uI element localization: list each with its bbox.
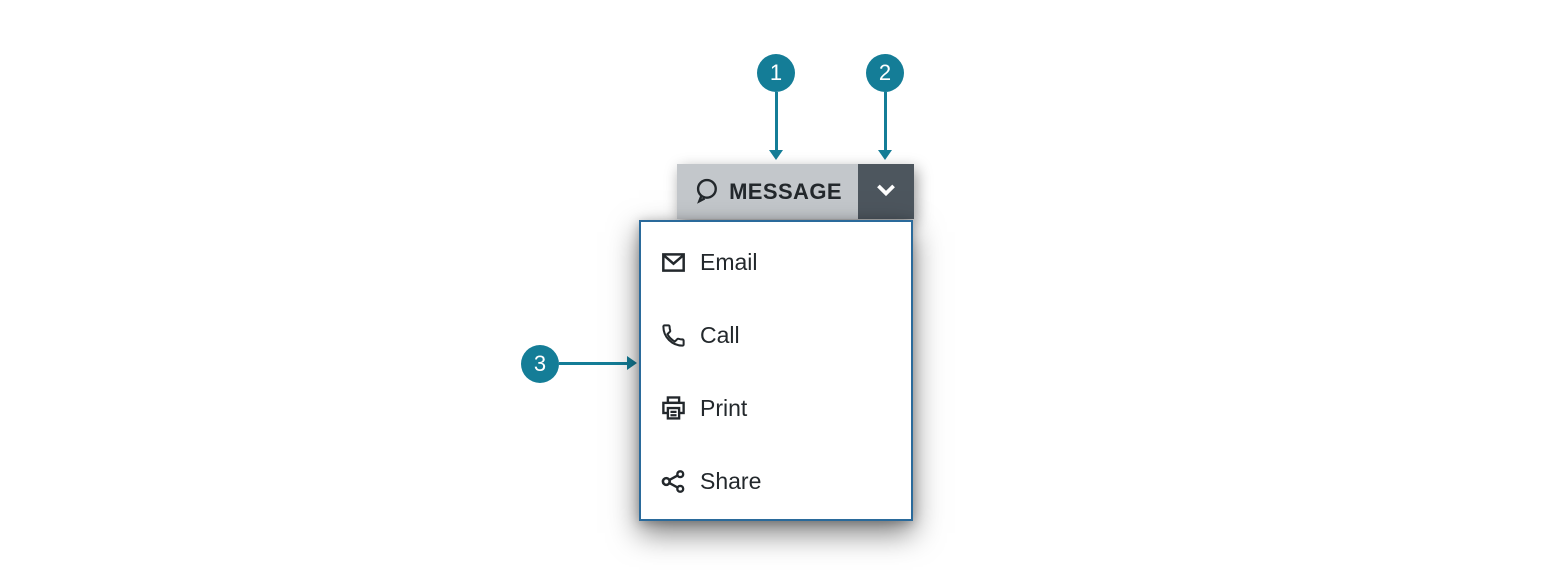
callout-badge-2: 2 <box>866 54 904 92</box>
menu-item-email[interactable]: Email <box>641 226 911 299</box>
callout-badge-1: 1 <box>757 54 795 92</box>
callout-arrowhead-2 <box>878 150 892 160</box>
callout-arrowhead-1 <box>769 150 783 160</box>
callout-number: 3 <box>533 351 547 376</box>
callout-badge-3: 3 <box>521 345 559 383</box>
message-button[interactable]: MESSAGE <box>677 164 858 219</box>
message-button-label: MESSAGE <box>729 178 842 204</box>
callout-arrowhead-3 <box>627 356 637 370</box>
menu-item-print[interactable]: Print <box>641 372 911 445</box>
split-button: MESSAGE <box>677 164 914 219</box>
callout-number: 2 <box>878 60 892 85</box>
menu-item-label: Email <box>700 249 758 275</box>
chevron-down-icon <box>872 176 900 207</box>
callout-arrow-line-1 <box>775 92 778 151</box>
callout-arrow-line-3 <box>559 362 628 365</box>
callout-number: 1 <box>769 60 783 85</box>
dropdown-toggle-button[interactable] <box>858 164 914 219</box>
menu-item-label: Call <box>700 322 740 348</box>
menu-item-share[interactable]: Share <box>641 445 911 518</box>
callout-arrow-line-2 <box>884 92 887 151</box>
message-bubble-icon <box>693 177 720 207</box>
menu-item-label: Share <box>700 468 762 494</box>
email-icon <box>660 249 687 276</box>
menu-item-call[interactable]: Call <box>641 299 911 372</box>
printer-icon <box>660 395 687 422</box>
phone-icon <box>660 322 687 349</box>
dropdown-menu: Email Call Print <box>639 220 913 521</box>
menu-item-label: Print <box>700 395 748 421</box>
share-icon <box>660 468 687 495</box>
